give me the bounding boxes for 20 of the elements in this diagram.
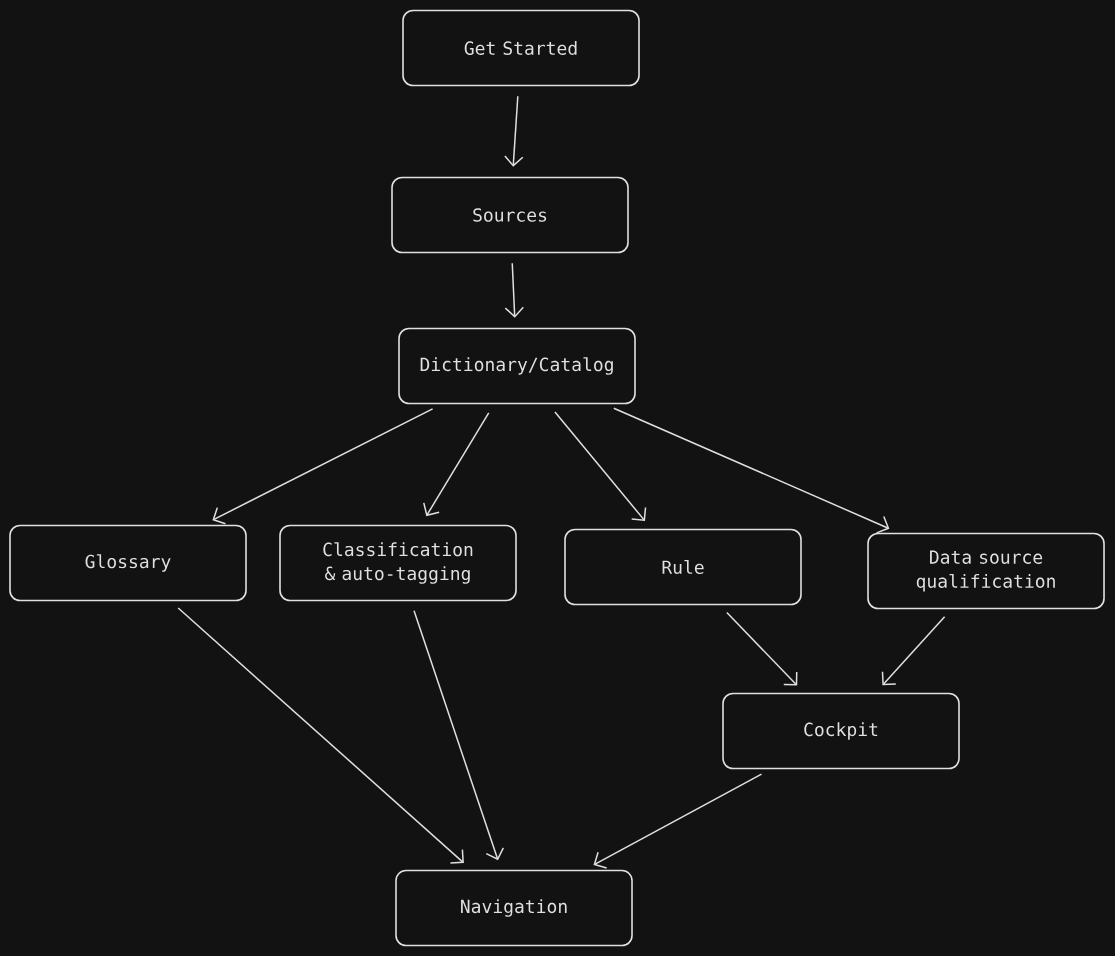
process-box: Rule xyxy=(564,528,802,606)
process-box: Glossary xyxy=(9,524,247,602)
arrow xyxy=(593,773,763,869)
arrow xyxy=(177,607,464,864)
arrow xyxy=(413,610,505,861)
process-box: Dictionary/Catalog xyxy=(398,327,636,405)
process-box: Cockpit xyxy=(722,692,960,770)
arrow xyxy=(212,408,434,525)
arrow xyxy=(504,95,524,167)
process-box: Classification & auto-tagging xyxy=(279,524,517,602)
arrow xyxy=(423,412,490,517)
arrow xyxy=(726,611,798,686)
arrow xyxy=(504,262,525,318)
process-box: Sources xyxy=(391,176,629,254)
process-box: Get Started xyxy=(402,9,640,87)
arrow xyxy=(613,407,890,534)
process-box: Data source qualification xyxy=(867,532,1105,610)
process-box: Navigation xyxy=(395,869,633,947)
arrow xyxy=(554,411,647,521)
arrow xyxy=(881,615,946,686)
